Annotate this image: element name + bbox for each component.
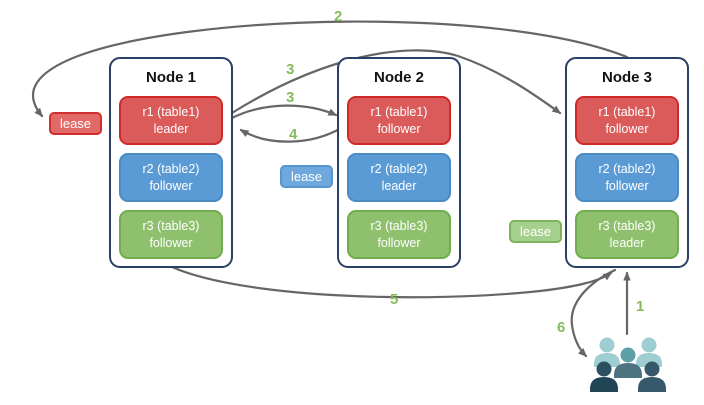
range-name: r2 (table2) — [598, 162, 656, 177]
lease-badge-blue: lease — [280, 165, 333, 188]
step-label-4: 4 — [289, 126, 298, 143]
range-role: follower — [377, 121, 421, 136]
node-1-range-r2: r2 (table2) follower — [119, 153, 223, 202]
range-role: follower — [377, 235, 421, 250]
node-1-range-r1: r1 (table1) leader — [119, 96, 223, 145]
node-3-range-r1: r1 (table1) follower — [575, 96, 679, 145]
range-name: r3 (table3) — [142, 219, 200, 234]
node-3-range-r3: r3 (table3) leader — [575, 210, 679, 259]
node-3-title: Node 3 — [601, 69, 652, 86]
lease-badge-green: lease — [509, 220, 562, 243]
arrow-step-4-node2-to-node1 — [239, 125, 345, 143]
range-name: r2 (table2) — [370, 162, 428, 177]
node-2-range-r2: r2 (table2) leader — [347, 153, 451, 202]
arrow-step-2-lease-transfer-to-node1 — [32, 20, 629, 118]
range-name: r2 (table2) — [142, 162, 200, 177]
node-2: Node 2 r1 (table1) follower r2 (table2) … — [337, 57, 461, 268]
arrow-step-6-node3-to-users — [570, 268, 617, 358]
range-name: r1 (table1) — [370, 105, 428, 120]
range-name: r1 (table1) — [142, 105, 200, 120]
range-role: follower — [149, 178, 193, 193]
users-icon — [590, 337, 666, 392]
step-label-2: 2 — [334, 8, 343, 25]
node-2-title: Node 2 — [373, 69, 424, 86]
node-1-title: Node 1 — [145, 69, 196, 86]
step-label-5: 5 — [390, 291, 399, 308]
node-1-range-r3: r3 (table3) follower — [119, 210, 223, 259]
range-role: leader — [609, 235, 645, 250]
node-3-range-r2: r2 (table2) follower — [575, 153, 679, 202]
node-1: Node 1 r1 (table1) leader r2 (table2) fo… — [109, 57, 233, 268]
range-role: follower — [605, 178, 649, 193]
range-name: r3 (table3) — [598, 219, 656, 234]
range-name: r3 (table3) — [370, 219, 428, 234]
range-role: follower — [605, 121, 649, 136]
arrow-step-5-node1-to-node3 — [170, 265, 613, 299]
range-role: leader — [153, 121, 189, 136]
step-label-6: 6 — [557, 319, 566, 336]
node-2-range-r1: r1 (table1) follower — [347, 96, 451, 145]
arrow-step-3-node1-to-node3 — [230, 49, 562, 115]
node-3: Node 3 r1 (table1) follower r2 (table2) … — [565, 57, 689, 268]
step-label-3b: 3 — [286, 89, 295, 106]
node-2-range-r3: r3 (table3) follower — [347, 210, 451, 259]
lease-badge-red: lease — [49, 112, 102, 135]
range-role: follower — [149, 235, 193, 250]
step-label-3a: 3 — [286, 61, 295, 78]
range-name: r1 (table1) — [598, 105, 656, 120]
range-role: leader — [381, 178, 417, 193]
arrow-step-3-node1-to-node2 — [230, 104, 338, 120]
step-label-1: 1 — [636, 298, 645, 315]
